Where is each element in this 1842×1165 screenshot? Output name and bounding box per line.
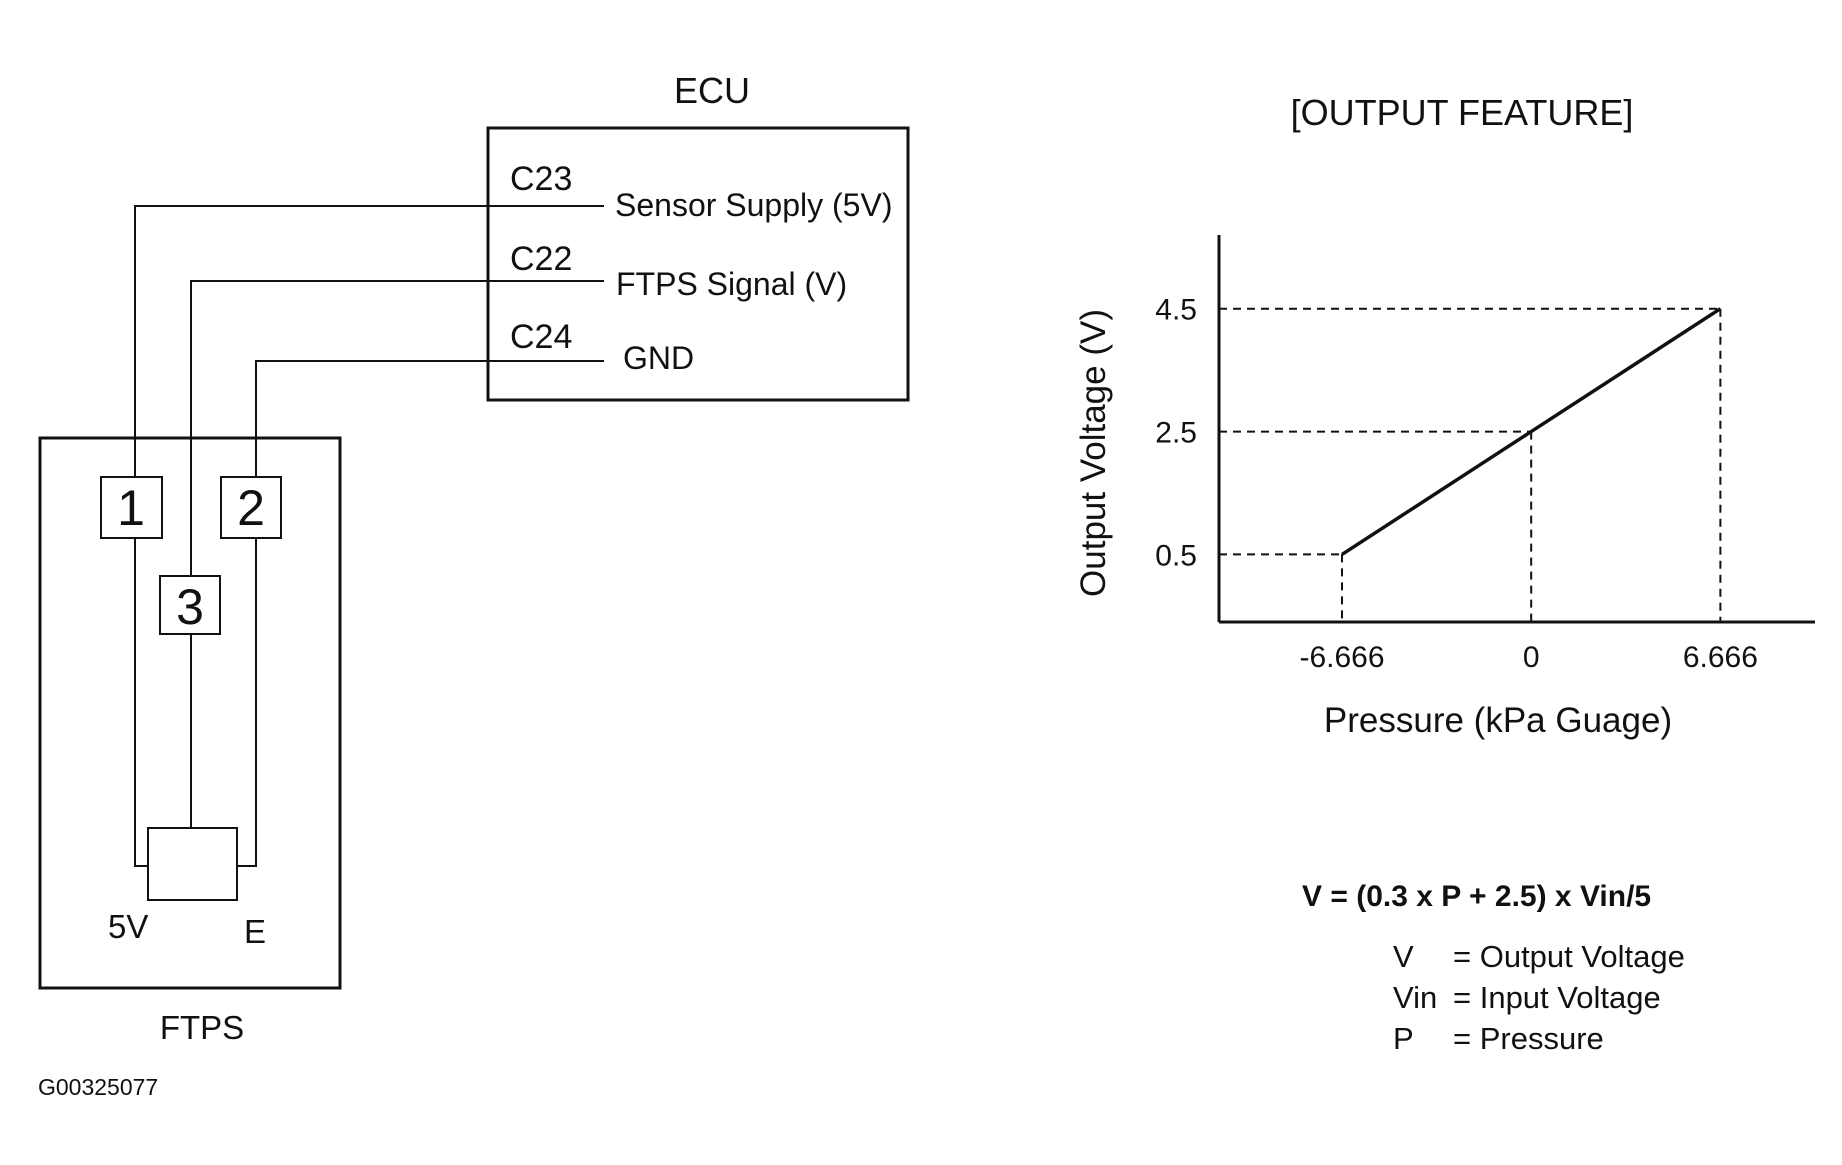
chart-x-tick-label: -6.666	[1299, 641, 1384, 674]
ftps-label-5v: 5V	[108, 908, 148, 945]
chart-x-axis-label: Pressure (kPa Guage)	[1324, 701, 1672, 740]
wire-ftps-signal	[190, 280, 604, 578]
wire-sensor-e	[237, 538, 257, 867]
ftps-terminal-1-label: 1	[117, 480, 145, 536]
chart-y-tick-label: 2.5	[1155, 417, 1197, 450]
ecu-module: ECU C23 Sensor Supply (5V) C22 FTPS Sign…	[486, 70, 910, 402]
wiring-harness	[134, 205, 604, 867]
ecu-signal-gnd: GND	[623, 340, 694, 376]
ftps-terminal-2-label: 2	[237, 480, 265, 536]
ftps-module: 1 2 3 5V E FTPS	[38, 436, 342, 1046]
ftps-terminal-3-label: 3	[176, 579, 204, 635]
legend-meaning-vin: = Input Voltage	[1453, 980, 1661, 1015]
chart-y-tick-label: 4.5	[1155, 294, 1197, 327]
wire-sensor-supply	[134, 205, 604, 477]
equation-formula: V = (0.3 x P + 2.5) x Vin/5	[1302, 880, 1651, 913]
ftps-title: FTPS	[160, 1009, 244, 1046]
ecu-pin-c24: C24	[510, 318, 572, 356]
legend-symbol-v: V	[1393, 939, 1414, 974]
wire-sensor-5v	[134, 538, 148, 867]
ftps-terminal-2	[220, 476, 282, 539]
output-feature-chart: [OUTPUT FEATURE] -6.666 0 6.666 0.5 2.5 4.5 P…	[1074, 92, 1815, 740]
chart-y-axis-label: Output Voltage (V)	[1074, 309, 1113, 597]
legend-meaning-v: = Output Voltage	[1453, 939, 1685, 974]
ecu-pin-c23: C23	[510, 160, 572, 198]
chart-x-tick-label: 6.666	[1683, 641, 1758, 674]
wire-gnd	[255, 360, 604, 477]
ecu-title: ECU	[674, 70, 750, 111]
ftps-terminal-3	[159, 575, 221, 635]
ecu-signal-ftps: FTPS Signal (V)	[616, 266, 847, 302]
chart-series-line-0	[1341, 307, 1722, 556]
equation-block: V = (0.3 x P + 2.5) x Vin/5 V = Output V…	[1302, 880, 1685, 1056]
ftps-label-e: E	[244, 913, 266, 950]
sensor-element	[147, 827, 238, 901]
ftps-terminal-1	[100, 476, 163, 539]
legend-symbol-vin: Vin	[1393, 980, 1437, 1015]
ecu-pin-c22: C22	[510, 240, 572, 278]
chart-title: [OUTPUT FEATURE]	[1291, 92, 1634, 133]
legend-symbol-p: P	[1393, 1021, 1414, 1056]
ecu-box	[486, 126, 910, 402]
chart-x-tick-label: 0	[1523, 641, 1540, 674]
ftps-box	[38, 436, 342, 990]
chart-marks: -6.666 0 6.666 0.5 2.5 4.5	[1155, 235, 1815, 674]
chart-y-tick-label: 0.5	[1155, 539, 1197, 572]
ecu-signal-sensor-supply: Sensor Supply (5V)	[615, 187, 892, 223]
figure-id: G00325077	[38, 1074, 158, 1100]
legend-meaning-p: = Pressure	[1453, 1021, 1604, 1056]
